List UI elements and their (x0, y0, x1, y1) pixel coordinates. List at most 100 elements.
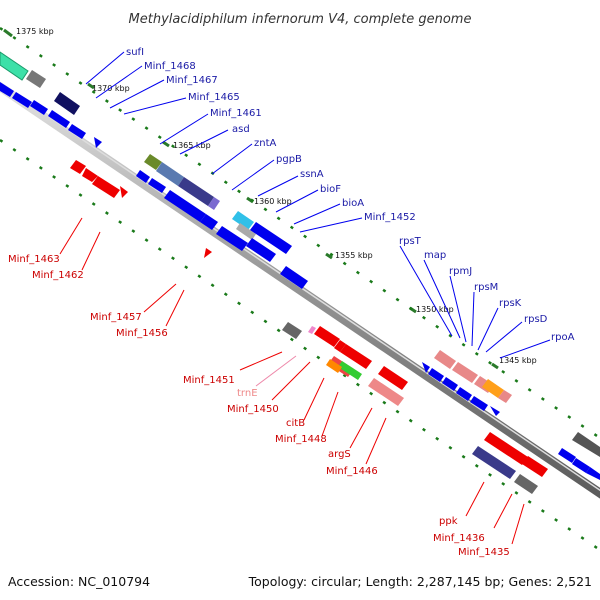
cds-arrow-minus (70, 160, 86, 174)
gene-features (0, 51, 600, 494)
gene-label: Minf_1448 (275, 434, 327, 445)
gene-label: Minf_1435 (458, 547, 510, 558)
leader-line (275, 189, 319, 213)
leader-line (477, 307, 499, 351)
cds-arrow-minus (472, 446, 516, 479)
leader-line (109, 79, 165, 109)
gene-label: bioF (320, 184, 341, 195)
gene-label: Minf_1436 (433, 533, 485, 544)
cds-arrow-plus (200, 214, 218, 230)
cds-arrow-plus (48, 110, 70, 128)
gene-label: Minf_1452 (364, 212, 416, 223)
minus-gene-labels: Minf_1463 Minf_1462 Minf_1457 Minf_1456 … (8, 254, 510, 558)
minus-strand-features (70, 160, 548, 494)
cds-arrow-plus (434, 350, 456, 369)
cds-arrow-plus (0, 51, 29, 81)
leader-line (471, 291, 475, 347)
accession-text: Accession: NC_010794 (8, 574, 150, 589)
gene-label: Minf_1450 (227, 404, 279, 415)
cds-arrow-plus (490, 406, 500, 416)
leader-line (59, 217, 83, 255)
cds-arrow-minus (338, 361, 362, 380)
leader-line (399, 245, 453, 337)
cds-arrow-plus (498, 390, 512, 403)
cds-arrow-plus (216, 226, 248, 251)
cds-arrow-plus (94, 137, 102, 148)
leader-line (95, 65, 143, 99)
cds-arrow-minus (334, 340, 346, 352)
outer-guide-track (0, 26, 600, 440)
gene-label: pgpB (276, 154, 302, 165)
minus-leader-lines (59, 217, 525, 545)
cds-arrow-plus (136, 170, 150, 183)
leader-line (159, 113, 209, 145)
gene-label: Minf_1462 (32, 270, 84, 281)
plus-leader-lines (85, 51, 551, 359)
gene-label: citB (286, 418, 305, 429)
cds-arrow-plus (144, 154, 162, 170)
cds-arrow-plus (68, 124, 86, 139)
cds-arrow-plus (250, 222, 292, 254)
tick-mark (491, 362, 499, 370)
gene-label: Minf_1467 (166, 75, 218, 86)
leader-line (299, 217, 363, 233)
cds-arrow-plus (456, 387, 472, 401)
cds-arrow-minus (82, 168, 98, 182)
tick-label: 1375 kbp (16, 27, 54, 36)
gene-label: rpmJ (449, 266, 472, 277)
leader-line (271, 361, 311, 401)
gene-label: zntA (254, 138, 277, 149)
leader-line (293, 203, 341, 225)
cds-arrow-minus (204, 248, 212, 258)
cds-arrow-minus (368, 378, 404, 406)
leader-line (123, 97, 187, 115)
leader-line (165, 289, 185, 327)
leader-line (257, 175, 299, 197)
gene-label: ssnA (300, 169, 324, 180)
leader-line (423, 259, 461, 339)
tick-label: 1350 kbp (416, 305, 454, 314)
gene-label: map (424, 250, 446, 261)
cds-arrow-plus (164, 190, 206, 222)
leader-line (211, 143, 253, 175)
cds-arrow-plus (12, 92, 32, 108)
cds-arrow-plus (54, 92, 80, 115)
gene-label: rpoA (551, 332, 575, 343)
leader-line (85, 51, 125, 85)
cds-arrow-grey (572, 432, 600, 457)
leader-line (255, 355, 297, 387)
cds-arrow-plus (178, 177, 214, 206)
cds-arrow-plus (422, 362, 430, 373)
trna-feature (308, 326, 316, 334)
cds-arrow-plus (0, 82, 14, 97)
gene-label: Minf_1463 (8, 254, 60, 265)
cds-arrow-minus (92, 176, 120, 198)
leader-line (179, 129, 229, 155)
cds-arrow-plus (246, 238, 276, 262)
gene-label: Minf_1465 (188, 92, 240, 103)
cds-arrow-plus (470, 396, 488, 411)
cds-arrow-plus (208, 197, 220, 210)
cds-arrow-grey (282, 322, 302, 339)
cds-arrow-minus (326, 359, 342, 373)
cds-arrow-plus (148, 178, 166, 193)
cds-arrow-grey (236, 223, 256, 240)
gene-label: rpsK (499, 298, 522, 309)
leader-line (81, 231, 101, 271)
gene-label: rpsM (474, 282, 498, 293)
map-title: Methylacidiphilum infernorum V4, complet… (129, 12, 472, 27)
cds-arrow-plus (30, 100, 48, 115)
leader-line (449, 275, 467, 343)
cds-arrow-plus (442, 377, 458, 391)
cds-arrow-minus (484, 432, 528, 465)
gene-label: asd (232, 124, 250, 135)
cds-arrow-plus (586, 467, 600, 480)
cds-arrow-plus (572, 458, 590, 473)
leader-line (365, 417, 387, 465)
cds-arrow-plus (156, 162, 184, 186)
cds-arrow-plus (280, 266, 308, 289)
gene-label: Minf_1461 (210, 108, 262, 119)
leader-line (143, 283, 177, 313)
